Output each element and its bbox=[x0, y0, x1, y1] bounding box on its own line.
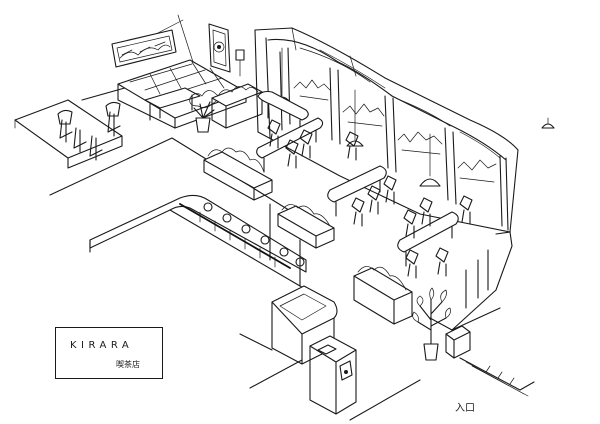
interior-walls bbox=[239, 203, 421, 421]
window-wall bbox=[254, 27, 519, 233]
entrance-label: 入口 bbox=[455, 403, 475, 414]
coffee-table bbox=[144, 87, 201, 121]
bar-stools-left bbox=[57, 101, 121, 161]
counter-end-unit bbox=[271, 285, 338, 365]
cafe-table-4 bbox=[397, 211, 459, 267]
wall-painting-landscape bbox=[111, 29, 177, 68]
planter-box-front bbox=[353, 266, 413, 325]
planter-box-middle bbox=[203, 147, 273, 201]
entrance-steps bbox=[459, 357, 535, 397]
cafe-table-3 bbox=[327, 165, 387, 217]
cafe-table-2 bbox=[256, 117, 324, 173]
shop-name-plate: KIRARA 喫茶店 bbox=[55, 327, 163, 379]
window-scenery bbox=[293, 79, 497, 183]
register-counter bbox=[309, 335, 357, 415]
floor-edge-left bbox=[49, 137, 306, 221]
wall-sconce bbox=[235, 49, 245, 77]
counter-stools bbox=[203, 202, 305, 267]
shop-brand-name: KIRARA bbox=[70, 340, 134, 351]
pendant-lamps bbox=[273, 47, 555, 187]
wall-painting-portrait bbox=[208, 23, 231, 73]
shop-type-label: 喫茶店 bbox=[116, 360, 140, 369]
cafe-chairs bbox=[267, 119, 473, 279]
cafe-table-1 bbox=[257, 90, 309, 133]
entrance-wall bbox=[429, 231, 513, 359]
left-bar-counter bbox=[14, 99, 123, 169]
potted-plant-entrance bbox=[412, 287, 451, 361]
planter-box-center bbox=[277, 204, 335, 249]
potted-plant-lounge bbox=[189, 90, 219, 133]
